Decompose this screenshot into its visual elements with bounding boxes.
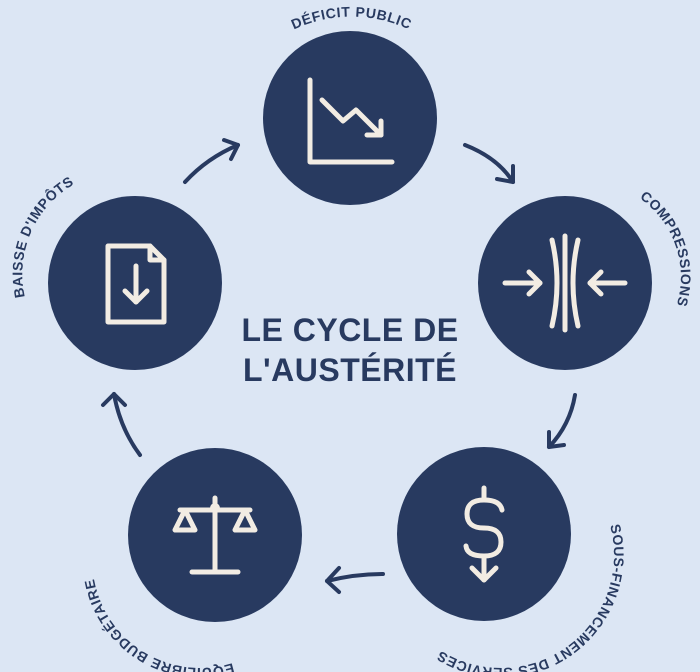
node-circle [397, 447, 571, 621]
node-equilibre-budgetaire: ÉQUILIBRE BUDGÉTAIRE [81, 448, 302, 672]
node-deficit-public: DÉFICIT PUBLIC [263, 4, 437, 205]
arrow-baisse-to-deficit [183, 138, 240, 184]
center-title-line-1: LE CYCLE DE [241, 312, 459, 348]
arrow-equilibre-to-baisse [101, 392, 142, 457]
node-sous-financement: SOUS-FINANCEMENT DES SERVICES [397, 447, 626, 672]
node-compressions: COMPRESSIONS [478, 188, 693, 370]
document-download-icon [105, 243, 167, 325]
arrow-compressions-to-sous-financement [547, 393, 577, 449]
arrow-deficit-to-compressions [463, 143, 515, 184]
dollar-down-icon [463, 485, 505, 583]
center-title-line-2: L'AUSTÉRITÉ [243, 352, 457, 388]
compression-icon [502, 233, 628, 333]
node-label: DÉFICIT PUBLIC [289, 4, 415, 33]
center-title: LE CYCLE DE L'AUSTÉRITÉ [200, 310, 500, 390]
declining-chart-icon [307, 77, 395, 165]
arrow-sous-financement-to-equilibre [325, 566, 385, 594]
node-baisse-impots: BAISSE D'IMPÔTS [9, 173, 222, 370]
scale-icon [172, 495, 258, 575]
